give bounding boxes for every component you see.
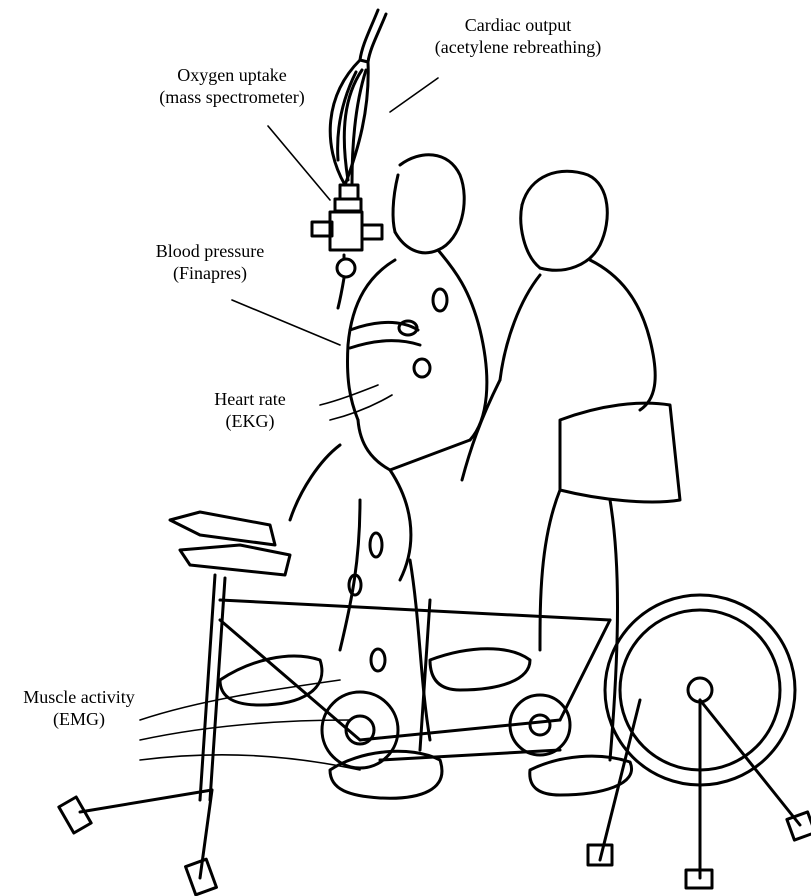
label-oxygen-uptake: Oxygen uptake (mass spectrometer) <box>122 64 342 108</box>
flywheel-icon <box>588 595 811 888</box>
leader-bp <box>232 300 340 345</box>
label-blood-pressure: Blood pressure (Finapres) <box>120 240 300 284</box>
label-oxygen-uptake-line1: Oxygen uptake <box>122 64 342 86</box>
label-heart-rate: Heart rate (EKG) <box>190 388 310 432</box>
leader-cardiac <box>390 78 438 112</box>
label-blood-pressure-line1: Blood pressure <box>120 240 300 262</box>
label-muscle-activity-line1: Muscle activity <box>4 686 154 708</box>
label-blood-pressure-line2: (Finapres) <box>120 262 300 284</box>
label-cardiac-output-line1: Cardiac output <box>408 14 628 36</box>
label-cardiac-output: Cardiac output (acetylene rebreathing) <box>408 14 628 58</box>
label-muscle-activity: Muscle activity (EMG) <box>4 686 154 730</box>
valve-icon <box>312 185 382 308</box>
label-cardiac-output-line2: (acetylene rebreathing) <box>408 36 628 58</box>
label-heart-rate-line2: (EKG) <box>190 410 310 432</box>
label-muscle-activity-line2: (EMG) <box>4 708 154 730</box>
label-oxygen-uptake-line2: (mass spectrometer) <box>122 86 342 108</box>
leader-oxygen <box>268 126 330 200</box>
label-heart-rate-line1: Heart rate <box>190 388 310 410</box>
rear-rider-figure <box>430 171 680 795</box>
